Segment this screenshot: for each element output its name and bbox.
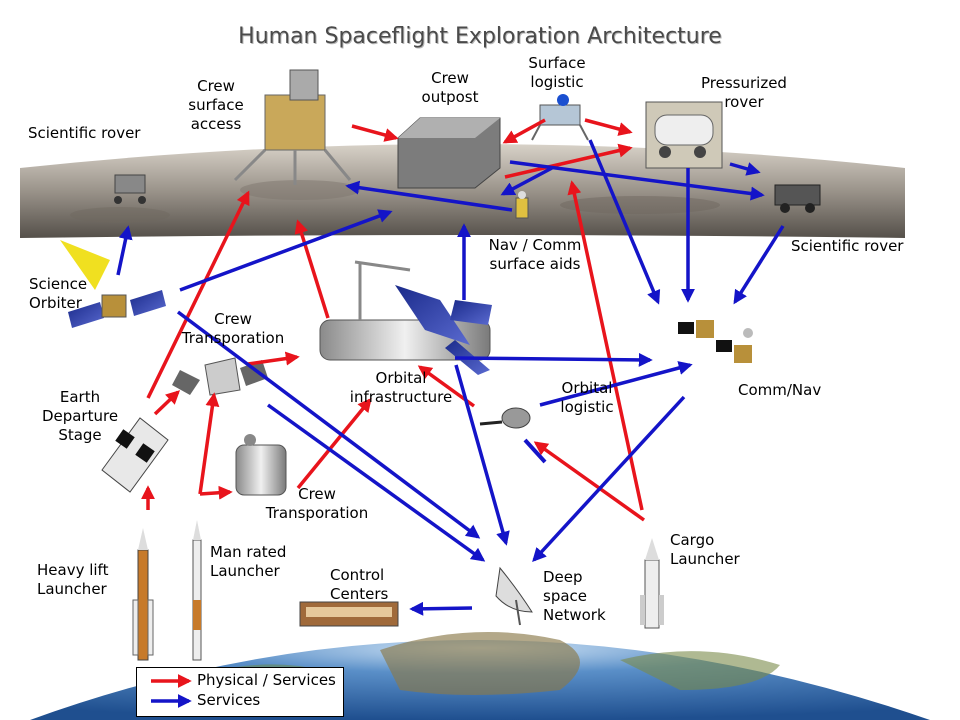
control-centers-icon — [299, 601, 399, 627]
arrow-comm-to-dsn — [532, 395, 686, 563]
arrow-logistic-to-outpost-blue — [500, 166, 553, 196]
label-crew-transporation-bottom: Crew Transporation — [265, 485, 369, 522]
orbital-logistic-icon — [479, 407, 547, 464]
label-cargo-launcher: Cargo Launcher — [670, 531, 740, 568]
arrow-orbiter-to-outpost — [179, 209, 393, 292]
legend-blue-arrow-icon — [151, 694, 192, 708]
arrow-cargo-to-orblog — [533, 441, 646, 522]
arrow-eds-to-lander — [146, 190, 250, 399]
deep-space-antenna-icon — [495, 566, 533, 626]
label-science-orbiter: Science Orbiter — [29, 275, 88, 312]
arrow-capsule-to-dsn — [266, 403, 486, 562]
legend-services-label: Services — [197, 691, 261, 709]
label-earth-departure-stage: Earth Departure Stage — [41, 388, 119, 444]
arrow-logistic-to-outpost — [502, 118, 546, 144]
arrow-crew-bottom-to-station — [296, 397, 372, 490]
service-arrows — [116, 139, 785, 616]
label-crew-outpost: Crew outpost — [421, 69, 479, 106]
crew-vehicle-bottom-icon — [235, 434, 287, 496]
label-heavy-lift-launcher: Heavy lift Launcher — [37, 561, 109, 598]
arrow-outpost-to-rover — [504, 143, 633, 179]
orbital-station-icon — [319, 260, 492, 375]
earth-departure-stage-icon — [101, 417, 169, 493]
surface-logistic-icon — [531, 94, 589, 141]
label-pressurized-rover: Pressurized rover — [701, 74, 787, 111]
arrow-lander-to-outpost — [351, 124, 399, 142]
heavy-lift-launcher-icon — [132, 528, 154, 661]
label-deep-space-network: Deep space Network — [543, 568, 606, 624]
arrow-orbiter-to-dsn — [176, 310, 481, 539]
label-scientific-rover-right: Scientific rover — [791, 237, 904, 255]
legend: Physical / Services Services — [136, 667, 344, 717]
label-surface-logistic: Surface logistic — [528, 54, 586, 91]
comm-nav-satellites-icon — [678, 320, 753, 363]
label-crew-surface-access: Crew surface access — [188, 77, 244, 133]
pressurized-rover-icon — [645, 101, 723, 169]
scientific-rover-right-icon — [774, 184, 821, 213]
cargo-launcher-icon — [640, 538, 664, 629]
label-orbital-logistic: Orbital logistic — [560, 379, 614, 416]
diagram-title: Human Spaceflight Exploration Architectu… — [238, 24, 722, 49]
arrow-outpost-to-rover-right — [509, 160, 765, 201]
label-control-centers: Control Centers — [330, 566, 389, 603]
scientific-rover-left-icon — [114, 174, 146, 204]
legend-red-arrow-icon — [151, 674, 192, 688]
arrow-station-to-comm — [454, 352, 653, 367]
arrow-logistic-to-comm — [588, 139, 661, 305]
arrow-station-to-dsn — [454, 364, 510, 546]
arrow-orblog-to-comm — [539, 361, 693, 407]
label-comm-nav: Comm/Nav — [738, 381, 822, 399]
label-orbital-infrastructure: Orbital infrastructure — [349, 369, 453, 406]
crew-capsule-icon — [172, 357, 268, 396]
outpost-icon — [397, 117, 501, 189]
science-orbiter-icon — [60, 240, 166, 328]
legend-services: Services — [145, 691, 335, 711]
arrow-eds-to-capsule — [153, 390, 181, 416]
label-man-rated-launcher: Man rated Launcher — [210, 543, 287, 580]
arrow-rover-right-to-comm — [733, 225, 785, 305]
lander-icon — [233, 69, 352, 185]
legend-physical-label: Physical / Services — [197, 671, 336, 689]
arrow-rover-to-rover-right — [729, 162, 761, 176]
arrow-station-to-lander — [294, 219, 330, 319]
label-scientific-rover-left: Scientific rover — [28, 124, 141, 142]
legend-physical: Physical / Services — [145, 671, 336, 691]
arrow-mr-to-crew-bottom — [199, 485, 233, 500]
arrow-capsule-to-station — [247, 351, 300, 366]
label-nav-comm-surface-aids: Nav / Comm surface aids — [488, 236, 582, 273]
label-crew-transporation-top: Crew Transporation — [181, 310, 285, 347]
arrow-orbiter-to-rover-left — [116, 225, 133, 276]
arrow-logistic-to-rover — [584, 118, 633, 136]
arrow-beacon-to-lander — [345, 180, 513, 212]
arrow-dsn-to-control — [409, 601, 473, 616]
man-rated-launcher-icon — [192, 520, 202, 661]
nav-beacon-icon — [515, 191, 529, 219]
arrow-crew-bottom-to-capsule — [198, 392, 220, 495]
